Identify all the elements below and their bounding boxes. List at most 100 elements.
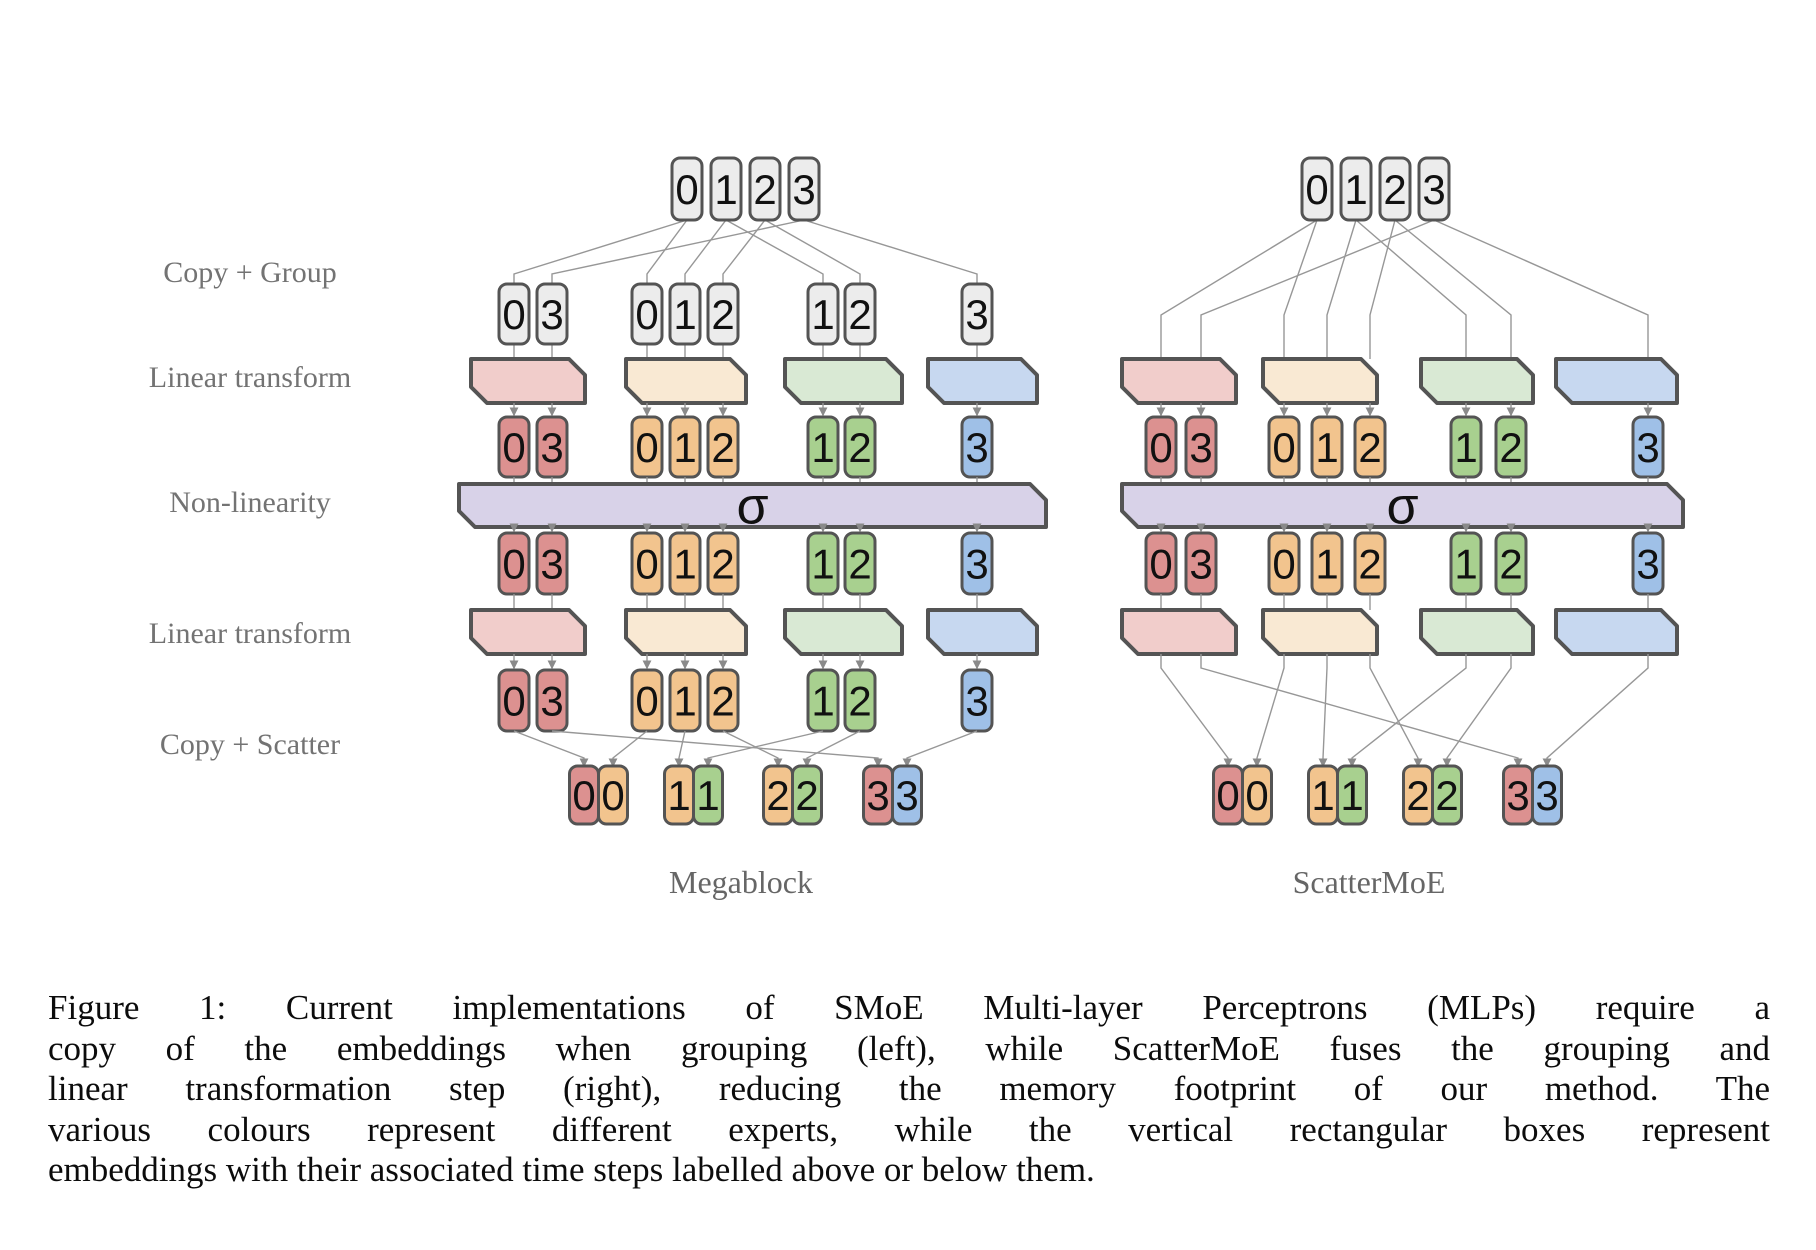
token-label: 3 (965, 541, 988, 588)
token-label: 2 (1406, 772, 1429, 819)
token-label: 0 (675, 166, 698, 213)
token-label: 2 (1435, 772, 1458, 819)
token-label: 1 (673, 424, 696, 471)
connector-line (1369, 219, 1396, 359)
figure-caption: Figure 1: Current implementations of SMo… (48, 988, 1770, 1191)
grouped-token-box (630, 282, 664, 346)
input-token-box (670, 156, 704, 222)
row-label-linear-2: Linear transform (148, 617, 352, 650)
linear-transform-shape (624, 608, 748, 656)
connector-line (803, 219, 978, 284)
token-label: 3 (965, 424, 988, 471)
connector-line (608, 730, 648, 768)
token-label: 0 (635, 424, 658, 471)
linear-transform-shape (1419, 357, 1535, 405)
input-token-box (1378, 156, 1412, 222)
token-label: 0 (635, 291, 658, 338)
grouped-token-box (843, 282, 877, 346)
caption-line: linear transformation step (right), redu… (48, 1069, 1770, 1108)
token-label: 3 (1636, 541, 1659, 588)
token-label: 3 (540, 424, 563, 471)
input-token-box (787, 156, 821, 222)
connector-line (1347, 654, 1467, 768)
token-label: 1 (1315, 541, 1338, 588)
token-label: 0 (1216, 772, 1239, 819)
row-label-nonlinearity: Non-linearity (169, 486, 331, 519)
token-label: 2 (1499, 424, 1522, 471)
linear-transform-shape (1261, 357, 1379, 405)
token-label: 0 (572, 772, 595, 819)
output-token-box (1431, 764, 1463, 826)
connector-line (1252, 654, 1285, 768)
linear-transform-shape (469, 357, 587, 405)
token-label: 1 (673, 291, 696, 338)
connector-line (1394, 219, 1512, 359)
sigma-bar (457, 482, 1048, 529)
output-token-box (891, 764, 923, 826)
token-label: 1 (673, 541, 696, 588)
token-label: 3 (1535, 772, 1558, 819)
linear-transform-shape (1419, 608, 1535, 656)
linear-transform-shape (1261, 608, 1379, 656)
token-label: 3 (1422, 166, 1445, 213)
sigma-label: σ (1386, 478, 1418, 536)
grouped-token-box (497, 282, 531, 346)
connector-line (551, 219, 805, 284)
token-label: 0 (502, 678, 525, 725)
token-label: 3 (792, 166, 815, 213)
grouped-token-box (960, 282, 994, 346)
connector-line (551, 730, 883, 768)
row-label-copy-scatter: Copy + Scatter (159, 728, 341, 761)
token-label: 1 (1454, 424, 1477, 471)
token-label: 2 (848, 678, 871, 725)
token-label: 3 (965, 291, 988, 338)
connector-line (802, 730, 861, 768)
connector-line (1369, 654, 1423, 768)
token-label: 3 (1636, 424, 1659, 471)
connector-line (1160, 219, 1318, 359)
connector-line (684, 219, 727, 284)
token-label: 3 (1189, 541, 1212, 588)
connector-line (1542, 654, 1649, 768)
token-label: 0 (1245, 772, 1268, 819)
token-label: 2 (711, 291, 734, 338)
token-label: 2 (766, 772, 789, 819)
sigma-bar (1120, 482, 1685, 529)
linear-transform-shape (1120, 608, 1238, 656)
token-label: 0 (1272, 424, 1295, 471)
token-label: 2 (1358, 541, 1381, 588)
input-token-box (1417, 156, 1451, 222)
linear-transform-shape (926, 608, 1039, 656)
linear-transform-shape (1554, 608, 1679, 656)
token-label: 0 (1305, 166, 1328, 213)
token-label: 3 (540, 541, 563, 588)
grouped-token-box (535, 282, 569, 346)
linear-transform-shape (469, 608, 587, 656)
token-label: 0 (1149, 424, 1172, 471)
connector-line (1355, 219, 1467, 359)
connector-line (1318, 654, 1328, 768)
output-token-box (1241, 764, 1273, 826)
linear-transform-shape (624, 357, 748, 405)
connector-line (1200, 654, 1523, 768)
output-token-box (1531, 764, 1563, 826)
sigma-label: σ (736, 478, 768, 536)
linear-transform-shape (1554, 357, 1679, 405)
token-label: 2 (711, 541, 734, 588)
grouped-token-box (806, 282, 840, 346)
token-label: 1 (696, 772, 719, 819)
token-label: 1 (811, 678, 834, 725)
megablock-label: Megablock (669, 864, 813, 900)
caption-line: embeddings with their associated time st… (48, 1150, 1095, 1189)
linear-transform-shape (1120, 357, 1238, 405)
output-token-box (692, 764, 724, 826)
output-token-box (1336, 764, 1368, 826)
connector-line (1326, 219, 1357, 359)
token-label: 0 (601, 772, 624, 819)
caption-line: Figure 1: Current implementations of SMo… (48, 988, 1770, 1027)
connector-line (513, 219, 688, 284)
connector-line (1442, 654, 1512, 768)
